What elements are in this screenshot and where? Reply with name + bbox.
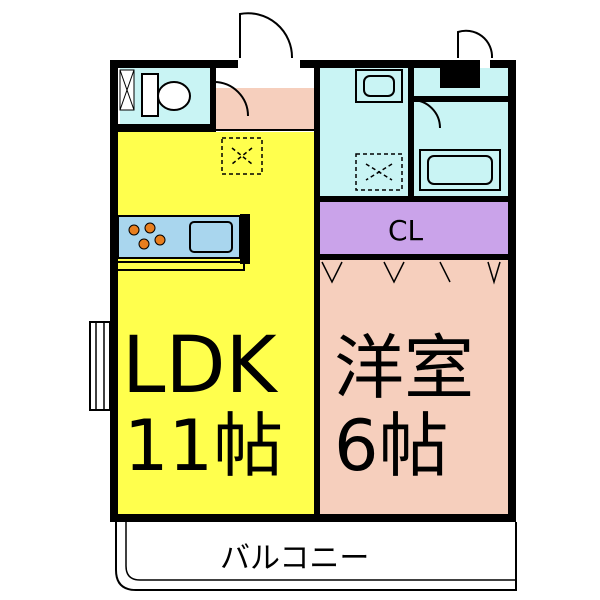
balcony-area (118, 522, 514, 588)
window-icon (89, 321, 111, 411)
western-room-area (318, 258, 514, 518)
ldk-area (118, 132, 314, 518)
ldk-size: 11帖 (124, 405, 283, 487)
stove-icon (128, 222, 166, 250)
closet-doors (321, 261, 501, 285)
bathtub-icon (419, 149, 501, 191)
fridge-spot-icon (221, 137, 263, 175)
western-name: 洋室 (334, 327, 474, 409)
western-size: 6帖 (334, 405, 449, 487)
ldk-name: LDK (122, 321, 279, 411)
drain-icon (355, 153, 403, 191)
toilet-icon (141, 73, 191, 117)
entrance-area (212, 88, 316, 130)
closet-label: CL (388, 214, 424, 247)
closet-area (318, 201, 508, 256)
balcony-inner-rail (125, 522, 516, 581)
balcony-rail (115, 522, 517, 591)
door-swing-icon (213, 12, 494, 129)
sink-icon (355, 69, 403, 103)
toilet-vent-icon (119, 69, 135, 111)
balcony-label: バルコニー (220, 541, 369, 576)
walls (110, 60, 516, 522)
kitchen-counter (117, 215, 245, 271)
